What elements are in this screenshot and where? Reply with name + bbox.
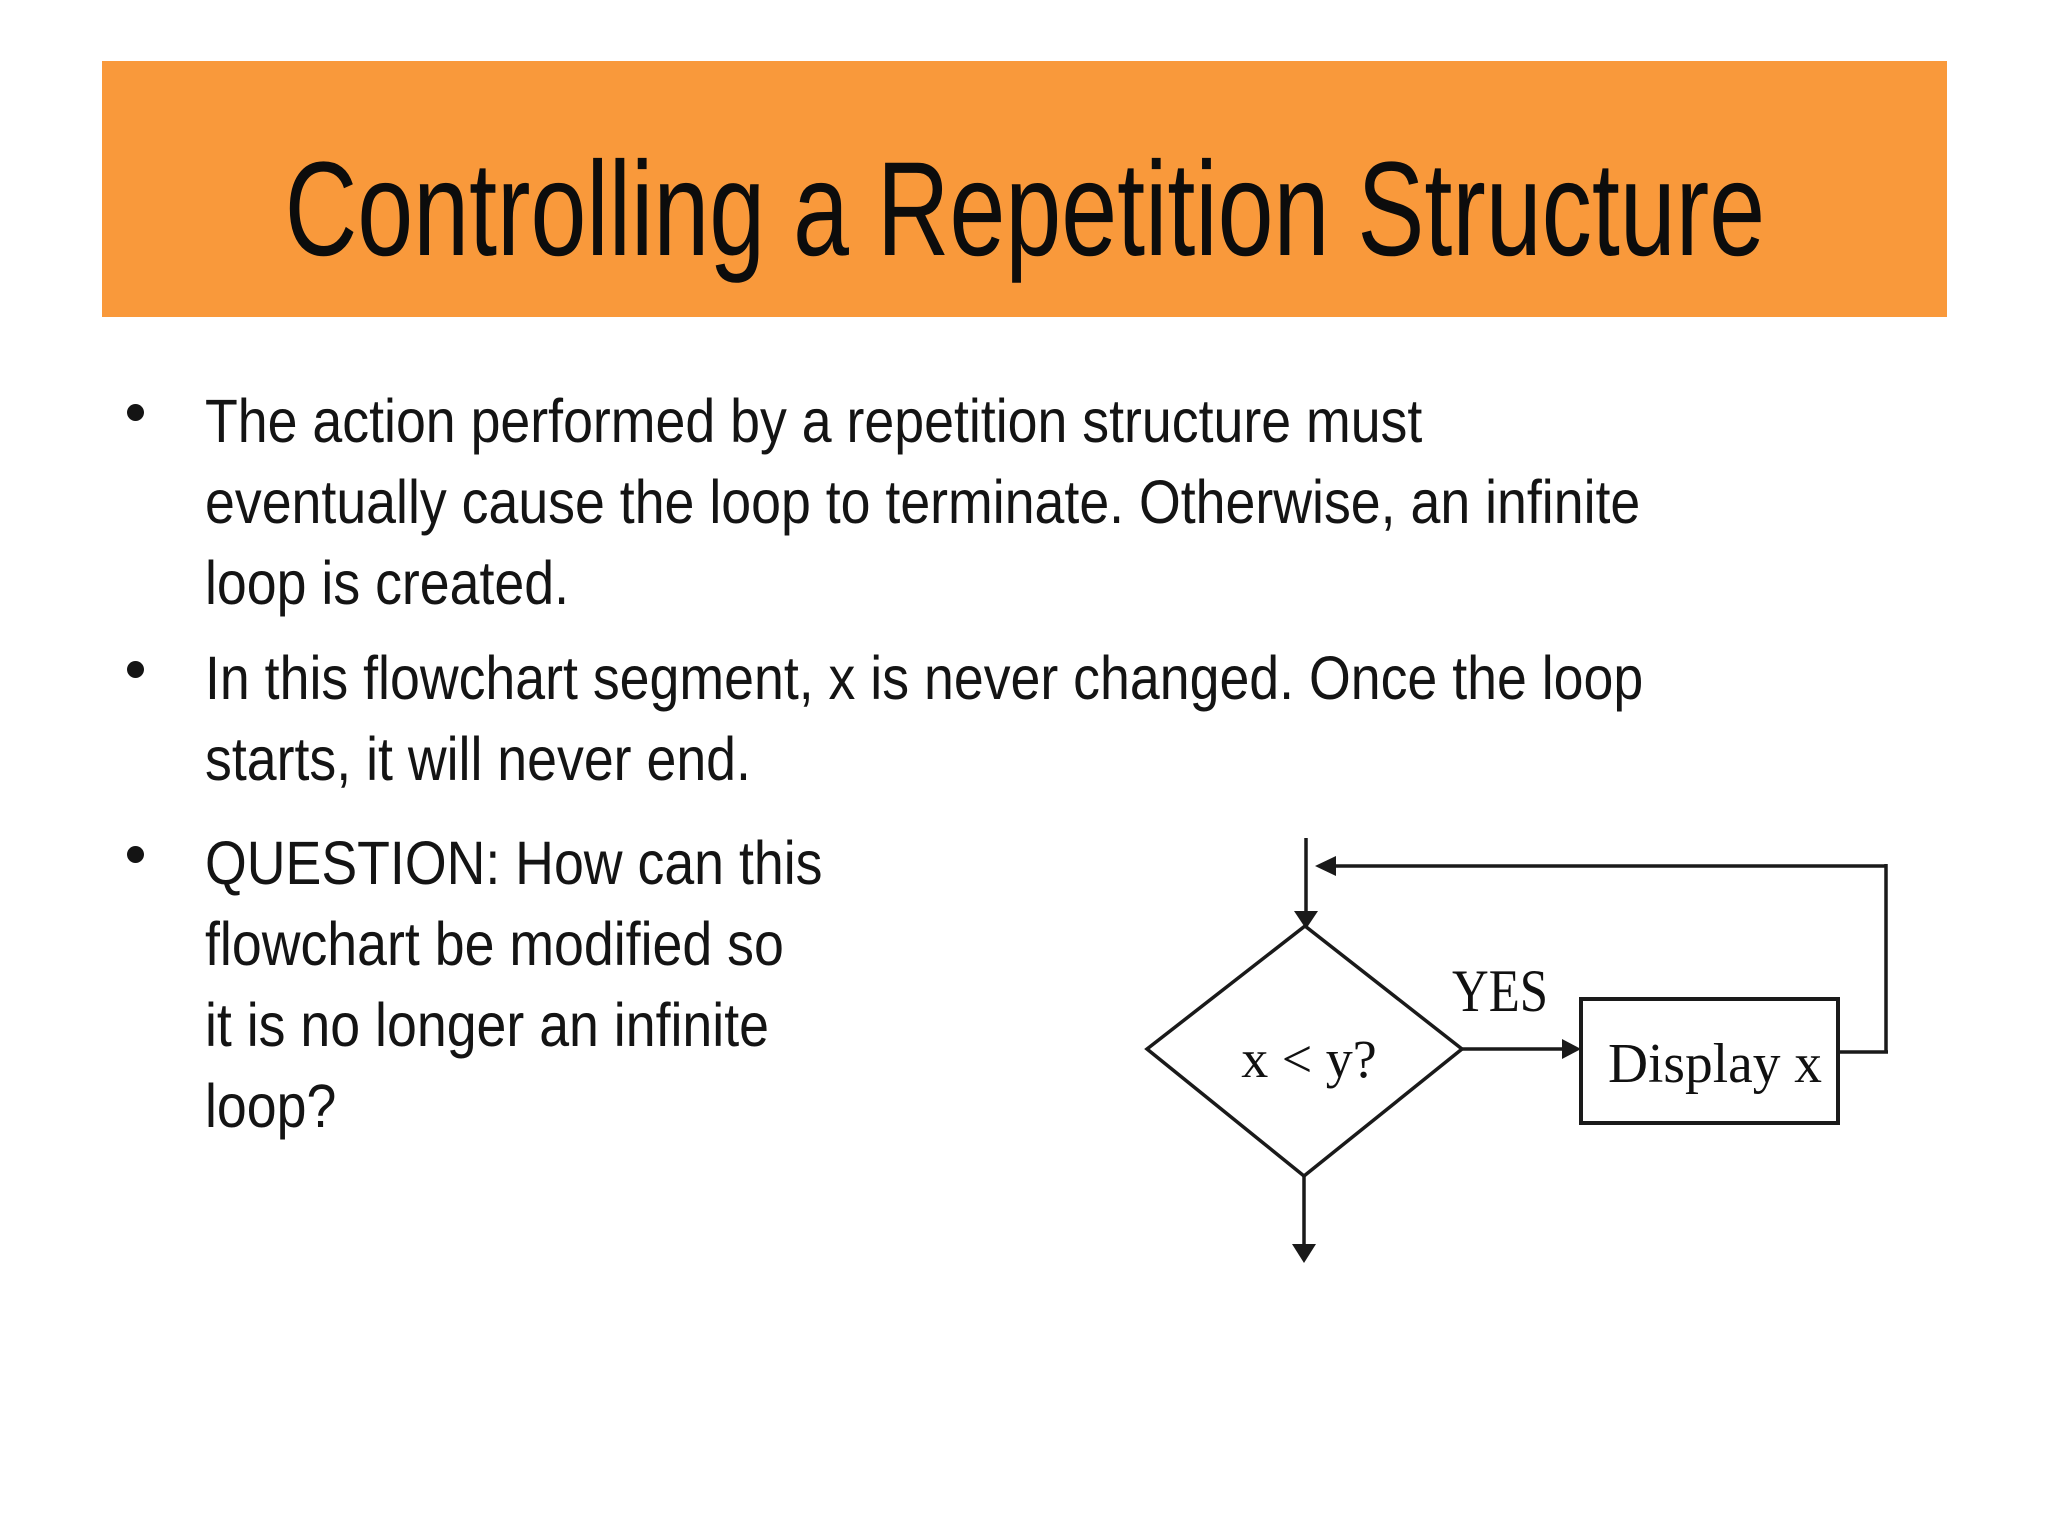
yes-label: YES [1452,958,1548,1024]
bullet-dot [127,846,144,863]
bullet-item: In this flowchart segment, x is never ch… [205,638,1643,800]
bullet-item: The action performed by a repetition str… [205,381,1640,624]
process-label: Display x [1608,1033,1822,1095]
process-box [1579,997,1840,1125]
bullet-text-line: flowchart be modified so [205,910,784,978]
title-banner: Controlling a Repetition Structure [102,61,1947,317]
bullet-text-line: In this flowchart segment, x is never ch… [205,644,1644,712]
bullet-item: QUESTION: How can this flowchart be modi… [205,823,822,1147]
bullet-text-line: it is no longer an infinite [205,991,769,1059]
right-arrowhead-icon [1562,1039,1581,1059]
bullet-text-line: The action performed by a repetition str… [205,387,1423,455]
bullet-dot [127,661,144,678]
slide-title: Controlling a Repetition Structure [284,135,1765,284]
down-arrowhead-icon [1292,1244,1316,1263]
bullet-text-line: eventually cause the loop to terminate. … [205,468,1641,536]
left-arrowhead-icon [1315,856,1336,876]
bullet-dot [127,404,144,421]
decision-label: x < y? [1241,1029,1376,1089]
flowchart-svg: x < y? YES Display x [1144,838,1888,1263]
bullet-text-line: loop? [205,1072,337,1140]
down-arrowhead-icon [1294,911,1318,929]
bullet-text-line: loop is created. [205,549,570,617]
bullet-text-line: QUESTION: How can this [205,829,823,897]
bullet-text-line: starts, it will never end. [205,725,751,793]
flowchart: x < y? YES Display x [1100,820,1960,1290]
